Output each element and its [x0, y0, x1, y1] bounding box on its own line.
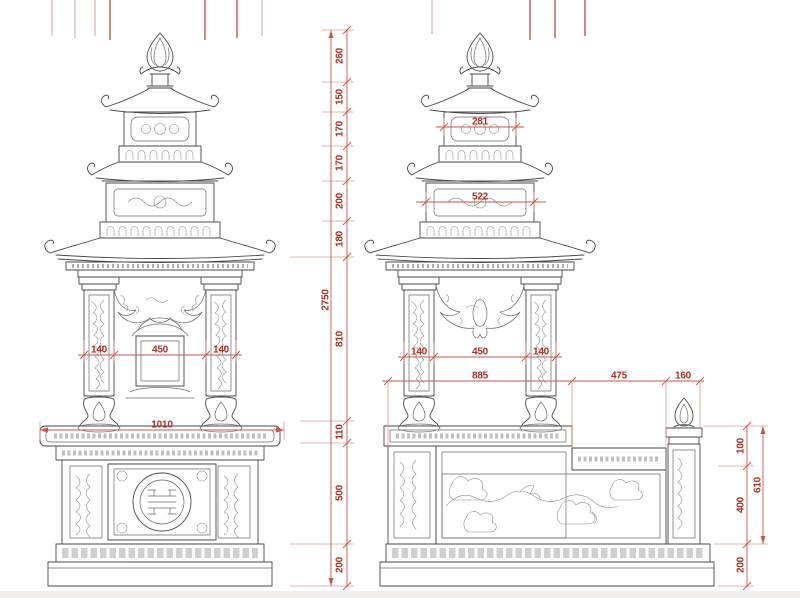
dim-side-middle-panel: 522: [472, 192, 489, 203]
grave-bed: [387, 445, 667, 545]
front-height-chain: 2750 260 150 170 170 200 180 810 110 500…: [290, 25, 354, 591]
front-altar-width-dim: 1010: [39, 420, 285, 440]
dimension-annotations: 2750 260 150 170 170 200 180 810 110 500…: [39, 0, 768, 591]
front-spandrel-carving: [113, 289, 207, 324]
dim-side-upper-panel: 281: [472, 117, 489, 128]
stele-tablet: [125, 317, 195, 399]
dim-front-seg-7: 110: [335, 424, 346, 440]
dim-front-seg-8: 500: [335, 484, 346, 501]
side-table-slab: [383, 425, 573, 447]
main-roof: [44, 237, 276, 278]
front-podium: [55, 445, 265, 545]
end-pillar: [665, 397, 703, 545]
dim-front-seg-3: 170: [335, 154, 346, 171]
dim-front-seg-4: 200: [335, 192, 346, 209]
dim-side-col-right: 140: [533, 347, 550, 358]
dim-side-h-200: 200: [736, 556, 747, 573]
dim-front-seg-1: 150: [335, 88, 346, 105]
lotus-finial: [139, 32, 181, 87]
side-depth-chain: 885 475 160: [382, 371, 705, 448]
side-upper-panel-dim: 281: [436, 117, 524, 136]
dim-side-depth-bed: 475: [611, 371, 628, 382]
dim-front-col-left: 140: [91, 345, 108, 356]
tier1-frieze: [118, 145, 202, 163]
scan-edge: [0, 591, 800, 598]
side-elevation-view: [362, 31, 715, 587]
side-width-chain: 140 450 140: [398, 342, 562, 364]
dragon-cloud-carving: [445, 476, 643, 533]
dim-front-col-right: 140: [213, 345, 230, 356]
dim-altar-width: 1010: [151, 420, 173, 431]
dim-side-opening: 450: [472, 347, 489, 358]
side-middle-panel-dim: 522: [416, 192, 546, 212]
front-elevation-view: [39, 289, 281, 587]
side-spandrel-carving: [435, 285, 525, 339]
dim-side-h-100: 100: [736, 437, 747, 454]
side-upper-tiers: [362, 31, 598, 279]
dim-side-col-left: 140: [411, 347, 428, 358]
dim-side-depth-main: 885: [472, 371, 489, 382]
dim-front-seg-5: 180: [335, 230, 346, 247]
tier1-panel-box: [123, 111, 197, 147]
dim-side-h-outer: 610: [753, 476, 764, 493]
front-base: [47, 543, 273, 587]
tier1-roof: [101, 87, 219, 114]
tier2-frieze: [99, 221, 221, 239]
dim-side-h-400: 400: [736, 496, 747, 513]
top-extension-lines: [51, 0, 586, 40]
side-base: [379, 543, 715, 587]
pagoda-upper-tiers: [44, 32, 276, 278]
dim-front-seg-6: 810: [335, 330, 346, 347]
longevity-medallion: [132, 472, 192, 532]
dim-front-seg-9: 200: [335, 556, 346, 573]
tier2-panel-box: [105, 182, 215, 223]
dim-front-seg-0: 260: [335, 47, 346, 64]
dim-front-seg-2: 170: [335, 120, 346, 137]
dim-side-depth-pillar: 160: [675, 371, 692, 382]
dim-front-opening: 450: [152, 345, 169, 356]
tier2-roof: [87, 161, 233, 182]
front-width-chain: 140 450 140: [78, 340, 242, 362]
side-height-chain: 100 400 200 610: [704, 421, 768, 591]
dim-front-total-height: 2750: [321, 289, 332, 311]
